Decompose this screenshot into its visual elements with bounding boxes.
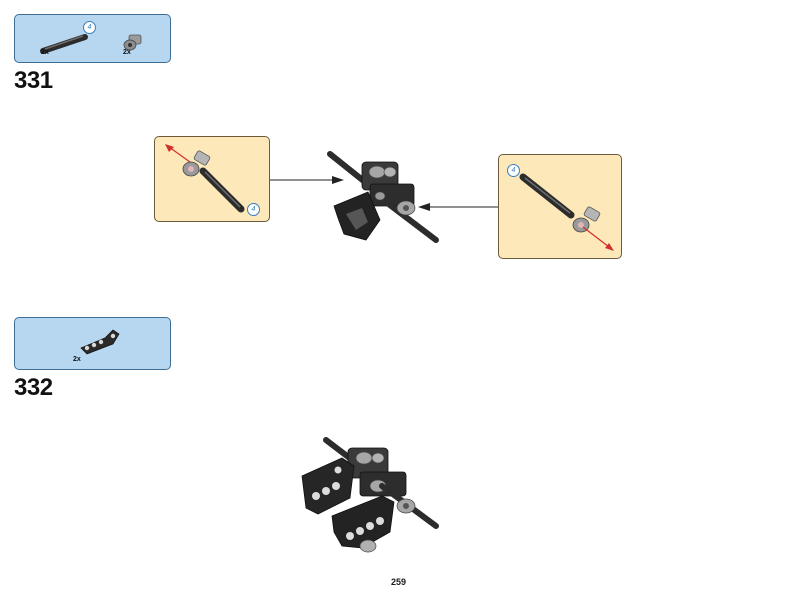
axle-4-icon xyxy=(519,173,575,219)
part-quantity: 2x xyxy=(73,356,81,363)
axle-4-icon xyxy=(199,167,245,213)
callout-right: 4 xyxy=(498,154,622,259)
parts-list-331: 4 2x 2x xyxy=(14,14,171,63)
step-number-332: 332 xyxy=(14,374,53,401)
axle-length-badge: 4 xyxy=(507,164,520,177)
part-quantity: 2x xyxy=(123,49,131,56)
bent-liftarm-icon xyxy=(80,329,120,355)
pointer-arrow-left xyxy=(270,176,344,184)
axle-length-badge: 4 xyxy=(83,21,96,34)
pointer-arrow-right xyxy=(418,203,498,211)
parts-list-332: 2x xyxy=(14,317,171,370)
direction-arrow xyxy=(582,226,614,251)
axle-4-icon xyxy=(40,34,88,54)
callout-left: 4 xyxy=(154,136,270,222)
model-assembly-332 xyxy=(301,437,439,553)
axle-length-badge: 4 xyxy=(247,203,260,216)
part-quantity: 2x xyxy=(41,49,49,56)
axle-connector-icon xyxy=(123,34,142,51)
model-assembly-331 xyxy=(327,151,439,243)
axle-connector-icon xyxy=(182,150,211,177)
step-number-331: 331 xyxy=(14,67,53,94)
page-number: 259 xyxy=(391,577,407,587)
